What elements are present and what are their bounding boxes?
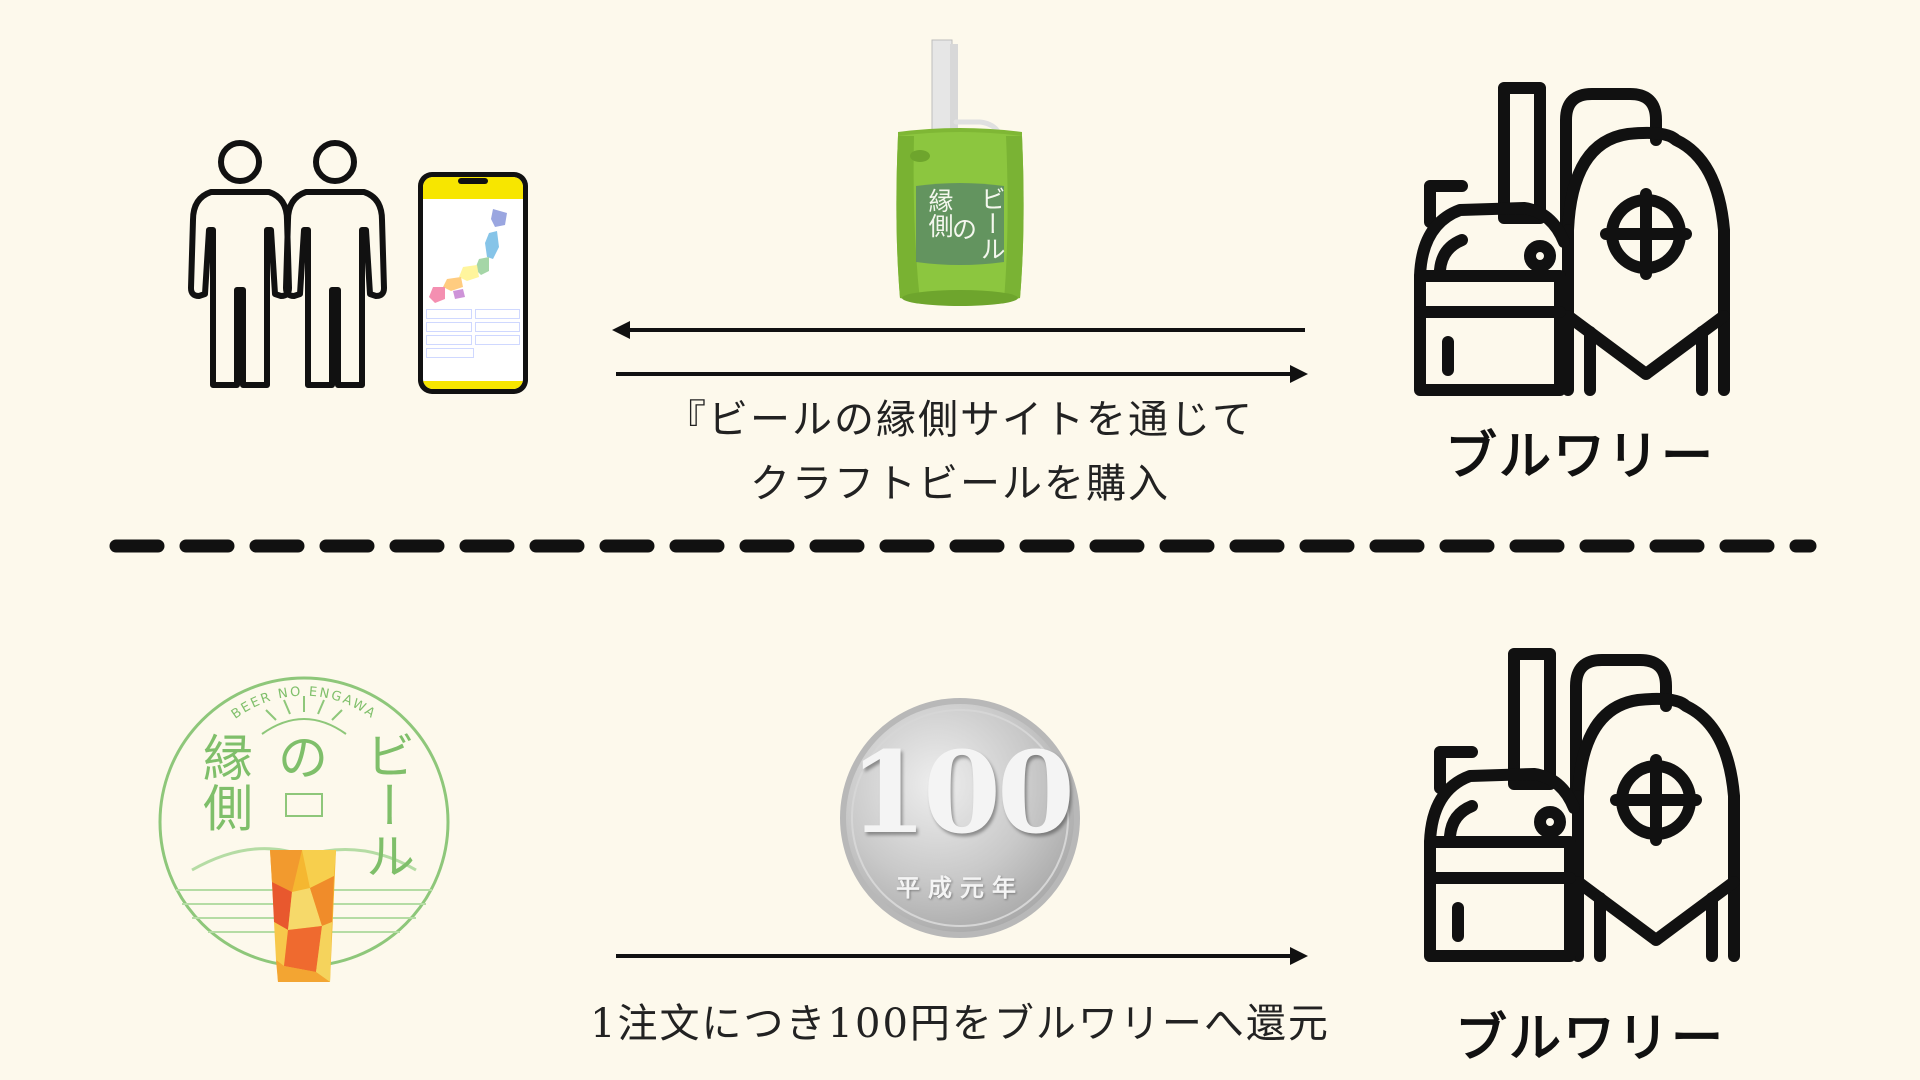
people-icon [185,140,395,390]
beer-keg-image: 縁側 の ビール [880,36,1040,308]
brewery-label-top: ブルワリー [1444,427,1715,487]
coin-100-image: 100 平成元年 [838,696,1082,940]
phone-japan-map [423,199,523,309]
logo-left-text: 縁側 [195,732,253,832]
logo-middle-text: の [278,729,328,787]
purchase-caption: 『ビールの縁側サイトを通じて クラフトビールを購入 [620,388,1300,516]
smartphone-image [418,172,528,394]
purchase-caption-line1: 『ビールの縁側サイトを通じて [666,397,1254,443]
purchase-caption-line2: クラフトビールを購入 [750,461,1170,507]
logo-right-text: ビール [357,730,415,880]
arrow-right-icon [612,362,1312,386]
arrow-left-icon [610,318,1310,342]
brewery-icon-bottom [1422,646,1752,968]
brewery-label-bottom: ブルワリー [1454,1009,1725,1069]
phone-header [423,177,523,199]
keg-label-left: 縁側 [925,188,954,238]
beer-no-engawa-logo: BEER NO ENGAWA 縁側 の ビール [152,660,456,990]
arrow-right-icon-bottom [612,944,1312,968]
keg-label-right: ビール [977,186,1006,261]
brewery-icon [1412,80,1742,402]
phone-list [423,309,523,358]
section-divider [108,536,1818,556]
keg-label-middle: の [952,215,978,244]
coin-value: 100 [849,728,1075,859]
coin-year: 平成元年 [896,873,1024,902]
return-caption: 1注文につき100円をブルワリーへ還元 [590,1001,1330,1047]
